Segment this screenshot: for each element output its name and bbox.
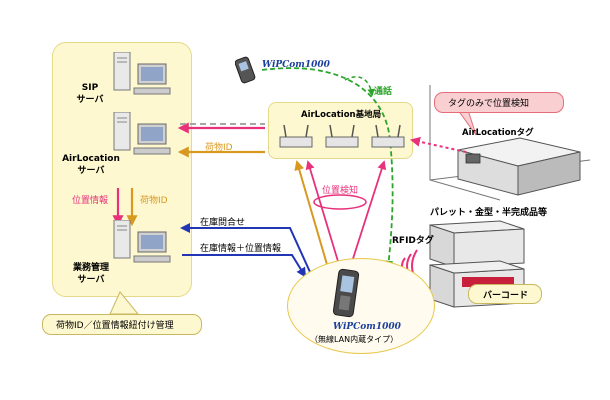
- rfid-tag-label: RFIDタグ: [392, 236, 434, 246]
- cargo-id-top-label: 荷物ID: [205, 143, 233, 153]
- tag-only-callout-text: タグのみで位置検知: [448, 99, 530, 109]
- mobile-device-ellipse: [287, 258, 435, 354]
- sip-server-icon: [113, 52, 171, 95]
- airlocation-server-icon: [113, 112, 171, 155]
- wipcom-phone-bottom-icon: [332, 268, 360, 318]
- business-server-label: 業務管理 サーバ: [72, 263, 109, 285]
- sip-server-label: SIP サーバ: [76, 83, 104, 105]
- airlocation-server-label: AirLocation サーバ: [62, 154, 120, 176]
- position-detect-label: 位置検知: [322, 186, 359, 196]
- mgmt-callout: [42, 314, 202, 335]
- barcode-label: バーコード: [483, 291, 529, 301]
- mgmt-callout-text: 荷物ID／位置情報紐付け管理: [56, 321, 174, 331]
- base-station-label: AirLocation基地局: [301, 110, 382, 120]
- tag-only-callout: [434, 92, 564, 113]
- access-point-icons: [279, 125, 405, 148]
- airlocation-tag-label: AirLocationタグ: [462, 128, 534, 138]
- location-info-label: 位置情報: [72, 196, 109, 206]
- wipcom-bottom-label: WiPCom1000: [333, 322, 401, 332]
- warehouse-outline: [429, 85, 591, 201]
- wipcom-bottom-sub-label: （無線LAN内蔵タイプ）: [310, 335, 399, 344]
- wipcom-top-label: WiPCom1000: [262, 60, 330, 70]
- call-label: 通話: [374, 87, 393, 97]
- cargo-id-left-label: 荷物ID: [140, 196, 168, 206]
- barcode-callout: [468, 284, 542, 304]
- wipcom-phone-top-icon: [235, 56, 256, 84]
- business-server-icon: [113, 220, 171, 263]
- stock-inquiry-label: 在庫問合せ: [200, 218, 246, 228]
- stock-info-label: 在庫情報＋位置情報: [200, 244, 282, 254]
- pallet-label: パレット・金型・半完成品等: [430, 208, 548, 218]
